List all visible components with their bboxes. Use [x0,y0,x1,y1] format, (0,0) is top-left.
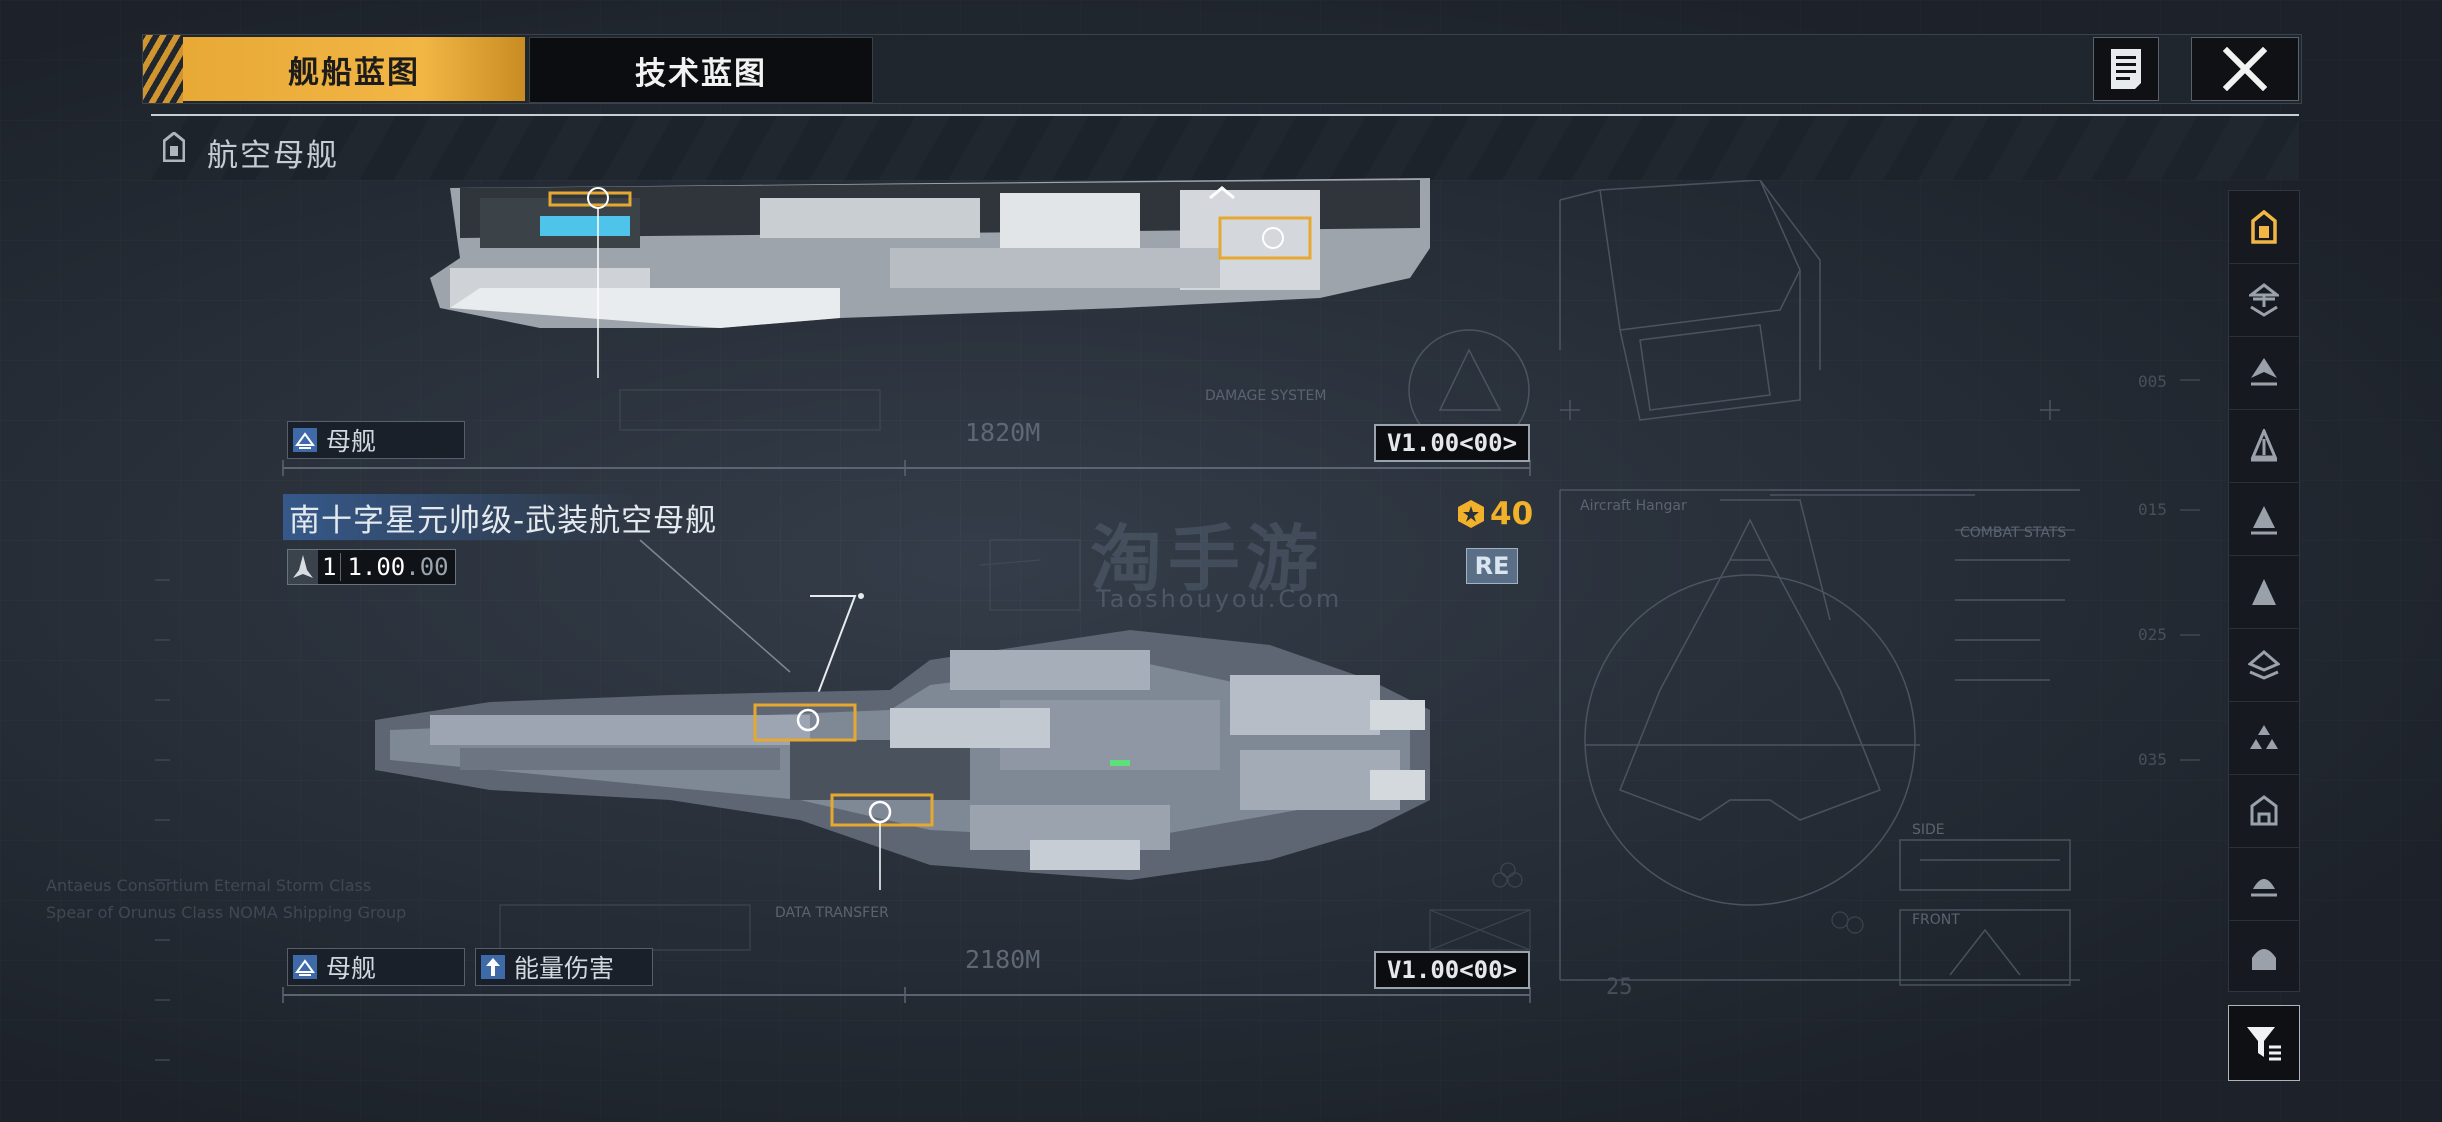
cruiser-icon [2249,283,2279,317]
nav-destroyer[interactable] [2229,410,2299,483]
nav-corvette[interactable] [2229,556,2299,629]
tick-number: 005 [2138,372,2167,391]
watermark-sub: Taoshouyou.Com [1096,585,1343,613]
top-tab-bar: 舰船蓝图 技术蓝图 [142,34,2302,104]
tab-ship-blueprint[interactable]: 舰船蓝图 [183,37,525,101]
ship-type-badge-upper[interactable]: 母舰 [287,421,465,459]
ship-version[interactable]: V1.00<00> [1374,951,1530,989]
ship-version-upper[interactable]: V1.00<00> [1374,424,1530,462]
tab-tech-blueprint[interactable]: 技术蓝图 [529,37,873,103]
close-icon [2223,47,2267,91]
destroyer-icon [2250,429,2278,462]
nav-base[interactable] [2229,775,2299,848]
nav-special[interactable] [2229,921,2299,993]
tick-number: 015 [2138,500,2167,519]
nav-cruiser[interactable] [2229,264,2299,337]
squadron-icon [2250,725,2278,749]
ship-model-upper[interactable] [420,178,1440,378]
rarity-badge: RE [1466,548,1518,584]
damage-type-badge[interactable]: 能量伤害 [475,948,653,986]
battlecruiser-icon [2251,358,2277,386]
damage-type-label: 能量伤害 [514,954,615,983]
ship-level-number: 1.00 [347,553,406,581]
support-icon [2251,879,2277,897]
blueprint-label-hangar: Aircraft Hangar [1580,498,1687,514]
ship-type-label: 母舰 [326,954,377,983]
side-lore-line-2: Spear of Orunus Class NOMA Shipping Grou… [46,903,407,922]
nav-aircraft[interactable] [2229,629,2299,702]
ship-level-box: 1 1.00.00 [287,549,456,585]
ship-cost-value: 40 [1490,496,1534,532]
corvette-icon [2252,579,2276,605]
tick-number: 25 [1606,975,1633,1000]
blueprint-label-front: FRONT [1912,912,1960,928]
mothership-icon [288,949,322,985]
nav-squadron[interactable] [2229,702,2299,775]
nav-frigate[interactable] [2229,483,2299,556]
document-button[interactable] [2093,37,2159,101]
aircraft-icon [2248,650,2280,680]
base-icon [2250,795,2278,826]
blueprint-label-stats: COMBAT STATS [1960,525,2067,541]
filter-button[interactable] [2228,1005,2300,1081]
nav-battlecruiser[interactable] [2229,337,2299,410]
ship-level-main: 1 [318,553,342,581]
ship-class-icon [288,550,318,584]
ship-level-value: 1.00.00 [341,553,454,581]
blueprint-label-damage: DAMAGE SYSTEM [1205,388,1327,404]
category-header: 航空母舰 [151,114,2299,180]
ship-length: 2180M [965,945,1041,974]
document-icon [2111,49,2141,89]
ship-type-label: 母舰 [326,427,377,456]
command-point-icon [1458,500,1484,528]
carrier-category-icon [163,132,185,162]
ship-level-sub: .00 [405,553,449,581]
tick-number: 025 [2138,625,2167,644]
carrier-icon [2251,210,2277,244]
nav-carrier[interactable] [2229,191,2299,264]
nav-support[interactable] [2229,848,2299,921]
special-icon [2252,949,2276,970]
ship-class-nav [2228,190,2300,992]
filter-icon [2247,1027,2281,1061]
energy-damage-icon [476,949,510,985]
frigate-icon [2251,506,2277,535]
ship-cost: 40 [1456,496,1533,532]
tab-bar-stripe [143,35,183,103]
ship-type-badge[interactable]: 母舰 [287,948,465,986]
mothership-icon [288,422,322,458]
close-button[interactable] [2191,37,2299,101]
blueprint-label-side: SIDE [1912,822,1945,838]
ship-level-sub-number: 00 [419,553,449,581]
side-lore-line-1: Antaeus Consortium Eternal Storm Class [46,876,372,895]
tick-number: 035 [2138,750,2167,769]
ship-name[interactable]: 南十字星元帅级-武装航空母舰 [283,494,724,540]
blueprint-label-transfer: DATA TRANSFER [775,905,889,921]
category-title: 航空母舰 [207,138,339,174]
ship-length-upper: 1820M [965,418,1041,447]
ship-model-main[interactable] [370,590,1440,900]
watermark: 淘手游 [1090,517,1325,601]
